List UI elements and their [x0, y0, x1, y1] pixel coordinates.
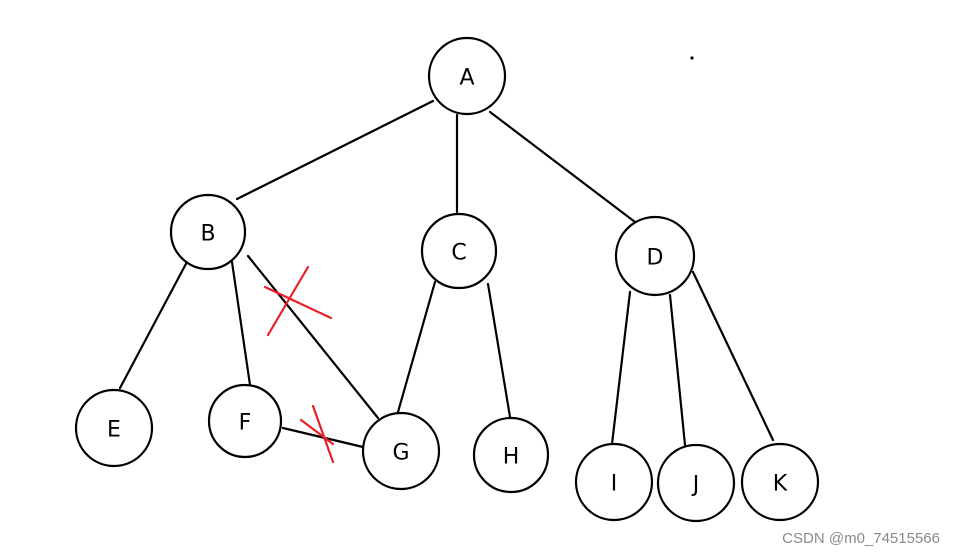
watermark: CSDN @m0_74515566 [782, 530, 940, 547]
stray-dot [690, 56, 694, 60]
edge-d-k [691, 270, 775, 442]
node-circle-d [614, 215, 696, 297]
node-label-j: J [691, 473, 700, 498]
edge-b-g [246, 254, 380, 420]
removed-mark-f-g-1 [299, 418, 335, 446]
node-e: E [74, 388, 154, 468]
edge-b-f [230, 260, 252, 387]
node-circle-a [427, 36, 507, 116]
node-d: D [614, 215, 696, 297]
removed-edge-marks [263, 265, 335, 464]
edge-a-d [488, 110, 637, 224]
node-h: H [472, 416, 550, 494]
node-circle-f [207, 383, 283, 459]
node-f: F [207, 383, 283, 459]
node-b: B [169, 193, 247, 271]
removed-mark-b-g-2 [266, 265, 310, 337]
node-circle-h [472, 416, 550, 494]
edge-b-e [118, 258, 190, 390]
node-k: K [740, 442, 820, 522]
node-a: A [427, 36, 507, 116]
edge-a-b [235, 99, 435, 201]
node-label-g: G [392, 441, 409, 466]
node-circle-j [656, 443, 736, 523]
node-j: J [656, 443, 736, 523]
node-label-d: D [647, 246, 664, 271]
removed-mark-f-g-2 [311, 404, 335, 464]
edge-d-i [610, 290, 632, 446]
edge-c-g [396, 280, 437, 414]
node-circle-i [574, 442, 654, 522]
node-circle-c [420, 212, 498, 290]
removed-mark-b-g-1 [263, 285, 333, 320]
node-i: I [574, 442, 654, 522]
node-g: G [361, 411, 441, 491]
edges-layer [118, 99, 775, 449]
node-label-b: B [200, 222, 215, 247]
node-circle-k [740, 442, 820, 522]
node-label-h: H [503, 445, 520, 470]
node-c: C [420, 212, 498, 290]
node-circle-e [74, 388, 154, 468]
edge-d-j [668, 293, 687, 447]
node-label-i: I [611, 472, 618, 497]
node-label-f: F [239, 411, 252, 436]
node-label-e: E [107, 418, 121, 443]
node-circle-b [169, 193, 247, 271]
node-circle-g [361, 411, 441, 491]
node-label-c: C [451, 241, 466, 266]
node-label-k: K [773, 472, 788, 497]
nodes-layer: A B C D E F G H I J K [74, 36, 820, 523]
node-label-a: A [459, 66, 474, 91]
edge-c-h [486, 282, 512, 419]
